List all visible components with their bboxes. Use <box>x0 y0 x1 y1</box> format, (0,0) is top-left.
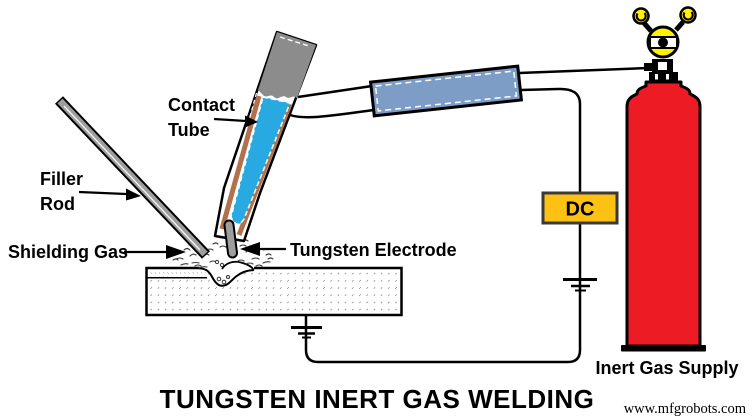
dc-source: DC <box>541 191 619 225</box>
gauge-stem-right <box>674 20 685 32</box>
cylinder-body <box>625 80 702 348</box>
gas-bubble <box>214 259 220 265</box>
callouts: Contact Tube Filler Rod Shielding Gas Tu… <box>8 95 739 378</box>
contact-tube-label-line1: Contact <box>168 95 235 115</box>
filler-rod-highlight <box>63 105 201 251</box>
filler-rod-arrowhead <box>126 188 141 201</box>
gas-bubble <box>226 275 230 279</box>
weld-bead-outline <box>221 260 255 271</box>
pressure-regulator <box>632 6 697 59</box>
cable-block-body <box>368 64 524 118</box>
gauge-stem-left <box>642 21 653 33</box>
dc-label: DC <box>566 199 595 221</box>
filler-rod-arrow-line <box>78 190 127 196</box>
inert-gas-supply-label: Inert Gas Supply <box>595 358 738 378</box>
torch-cable-block <box>368 64 524 118</box>
neck-band-slit <box>666 74 669 80</box>
tungsten-electrode-label: Tungsten Electrode <box>290 240 457 260</box>
gas-hose <box>518 66 649 75</box>
gas-cylinder <box>621 6 706 352</box>
valve-inlet-nub <box>644 63 653 71</box>
gas-channel <box>230 96 292 225</box>
torch-handle <box>258 32 316 99</box>
torch-edge-dash <box>218 92 258 229</box>
gauge-right-needle <box>682 11 694 21</box>
torch-hose-lower <box>289 108 375 119</box>
contact-tube-left <box>219 95 262 230</box>
filler-rod-label-line2: Rod <box>40 194 75 214</box>
contact-tube-arrowhead <box>245 115 258 128</box>
cylinder-neck-band <box>649 72 678 82</box>
circuit-wires <box>291 87 597 364</box>
workpiece-top-strip <box>148 269 206 278</box>
cable-block-highlight <box>374 70 518 112</box>
tungsten-electrode-rod <box>225 221 236 257</box>
neck-band-slit <box>655 74 658 80</box>
ground-return-cable <box>304 223 582 364</box>
contact-tube-arrow-line <box>213 117 247 123</box>
diagram-title: TUNGSTEN INERT GAS WELDING <box>160 384 595 414</box>
contact-tube-label-line2: Tube <box>168 120 210 140</box>
welding-torch <box>213 30 318 259</box>
shielding-gas-label: Shielding Gas <box>8 242 128 262</box>
dc-supply-cable <box>520 87 582 193</box>
battery-symbol-right <box>563 278 597 292</box>
valve-window <box>658 62 667 70</box>
handle-highlight-dash <box>279 36 310 47</box>
watermark: www.mfgrobots.com <box>624 401 747 417</box>
shielding-gas-arrowhead <box>166 245 186 259</box>
filler-rod-label-line1: Filler <box>40 169 83 189</box>
cylinder-base <box>621 345 706 352</box>
gauge-left-needle <box>635 12 647 22</box>
tungsten-electrode-arrowhead <box>240 242 260 256</box>
dc-box <box>541 191 619 225</box>
filler-rod <box>55 96 210 259</box>
regulator-knob <box>658 37 668 48</box>
battery-symbol-left <box>291 326 322 339</box>
gas-bubble <box>221 279 227 285</box>
gas-bubble <box>219 262 225 268</box>
workpiece <box>145 260 403 317</box>
torch-hose-upper <box>297 84 373 99</box>
gas-bubble <box>216 276 222 282</box>
weld-pool-outline <box>198 267 255 287</box>
